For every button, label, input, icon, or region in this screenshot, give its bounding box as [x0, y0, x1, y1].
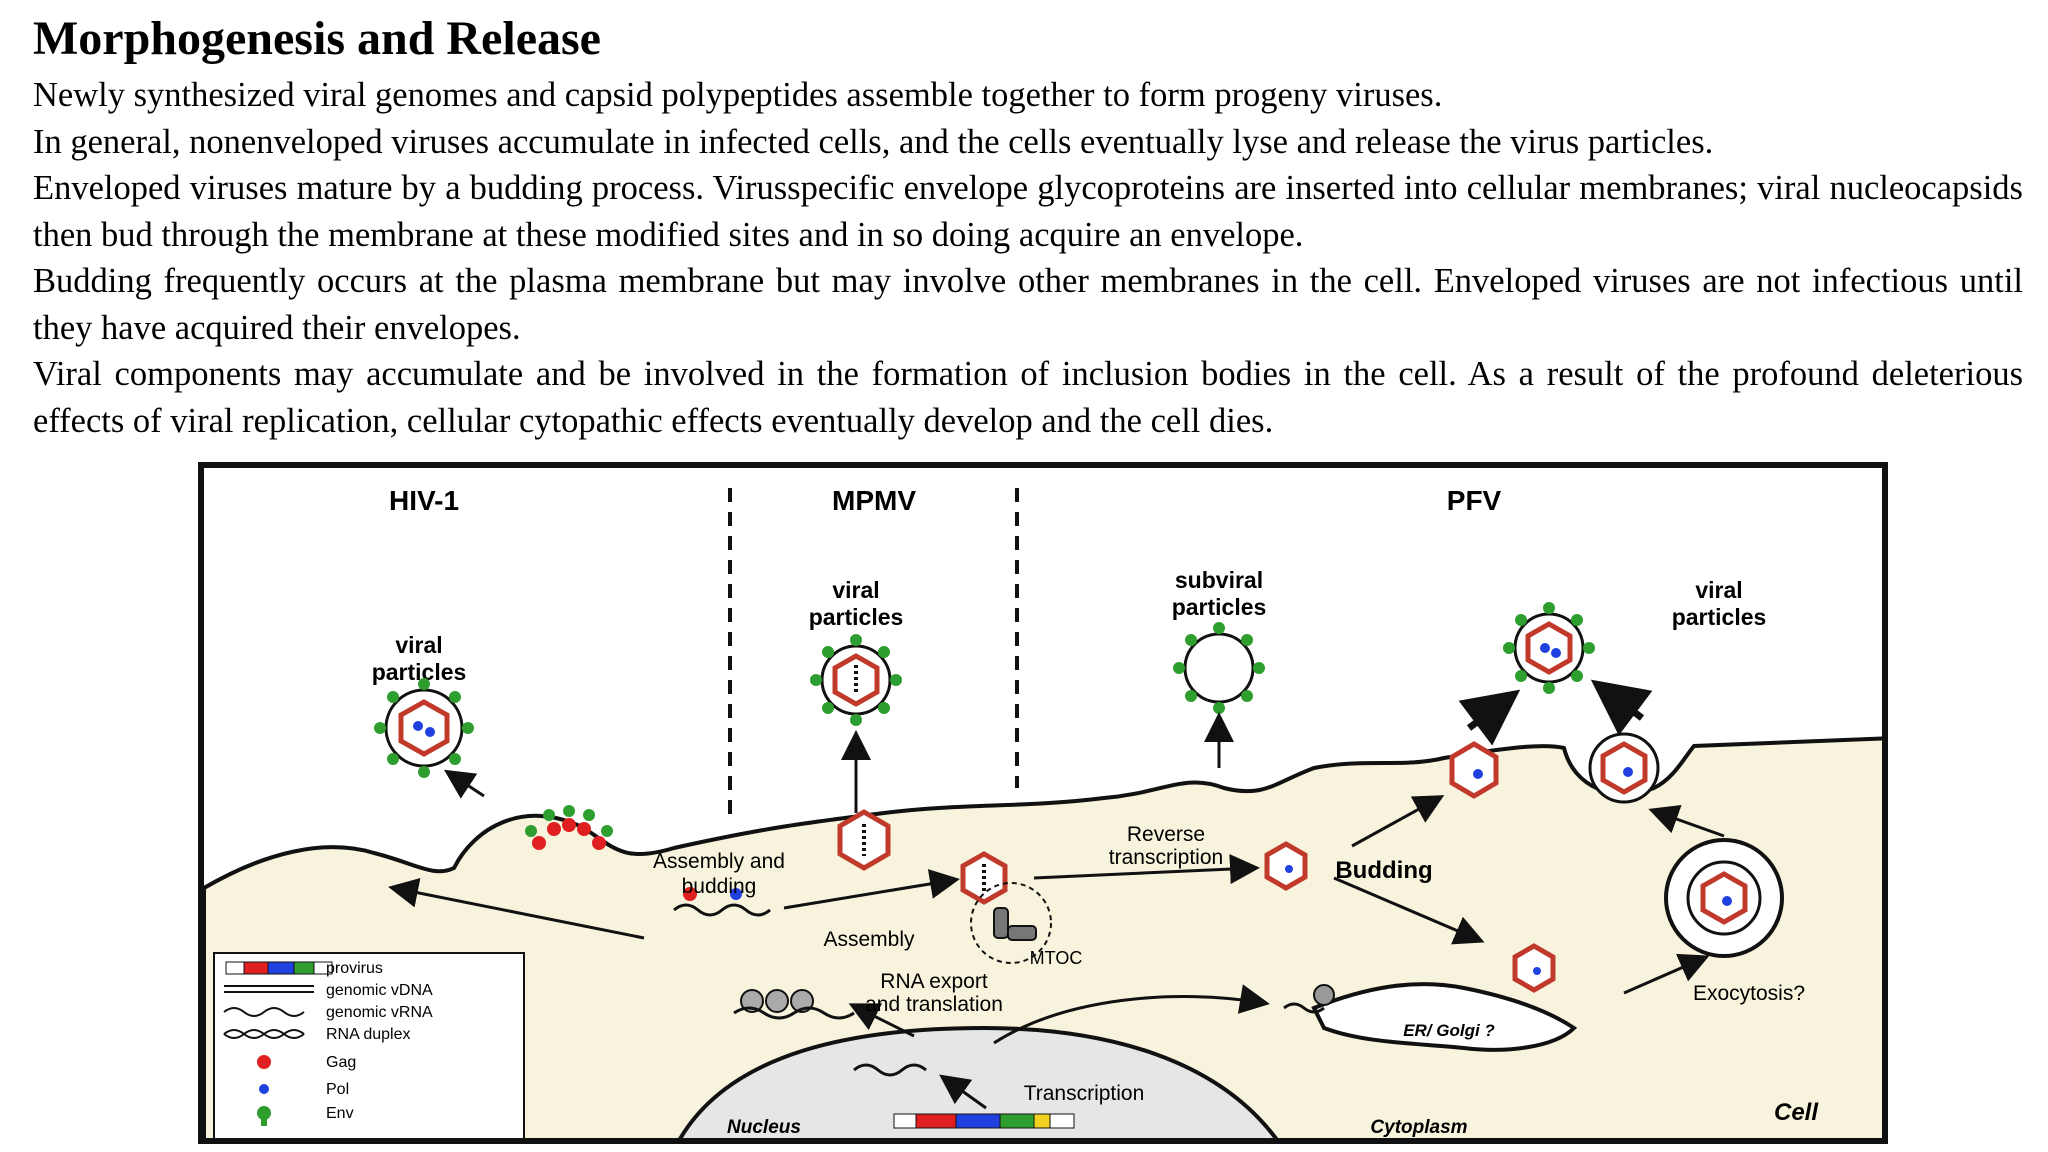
provirus-icon — [893, 1113, 1075, 1129]
figure-legend: provirus genomic vDNA genomic vRNA RNA d… — [213, 952, 525, 1138]
label-mpmv-particles: particles — [809, 604, 904, 630]
body-text: Newly synthesized viral genomes and caps… — [33, 72, 2023, 444]
pol-legend-icon — [259, 1084, 269, 1094]
label-reverse-transcription: Reverse — [1127, 823, 1205, 846]
label-nucleus: Nucleus — [727, 1117, 801, 1138]
provirus-legend-icon — [225, 961, 333, 975]
label-hiv-particles: particles — [372, 659, 467, 685]
legend-gag: Gag — [326, 1054, 356, 1071]
label-mtoc: MTOC — [1030, 948, 1083, 968]
paragraph-3: Enveloped viruses mature by a budding pr… — [33, 169, 2023, 254]
label-reverse-transcription: transcription — [1109, 846, 1223, 869]
ribosome-icon — [740, 989, 814, 1013]
env-legend-icon — [257, 1106, 271, 1120]
vesicle-icon — [1664, 838, 1784, 958]
budding-virus-icon — [1449, 741, 1499, 799]
label-subviral-particles: particles — [1172, 594, 1267, 620]
label-subviral-particles: subviral — [1175, 567, 1263, 593]
figure-canvas: HIV-1 MPMV PFV viral particles viral par… — [204, 485, 1882, 1138]
label-rna-export: and translation — [865, 993, 1003, 1016]
nucleus — [678, 1025, 1278, 1138]
virus-particle-icon — [1503, 602, 1595, 694]
gag-legend-icon — [257, 1055, 271, 1069]
rna-duplex-legend-icon — [223, 1029, 305, 1039]
label-cytoplasm: Cytoplasm — [1370, 1117, 1467, 1138]
label-rna-export: RNA export — [880, 970, 988, 993]
legend-genomic-vdna: genomic vDNA — [326, 982, 433, 999]
gag-protein — [683, 887, 697, 901]
label-hiv-particles: viral — [395, 632, 442, 658]
mtoc-region — [970, 882, 1052, 964]
legend-provirus: provirus — [326, 960, 383, 977]
capsid-icon — [960, 851, 1008, 905]
label-assembly-budding: budding — [682, 875, 757, 898]
header-hiv: HIV-1 — [389, 485, 459, 516]
paragraph-5: Viral components may accumulate and be i… — [33, 355, 2023, 440]
legend-genomic-vrna: genomic vRNA — [326, 1004, 433, 1021]
header-pfv: PFV — [1447, 485, 1502, 516]
budding-virus-icon — [525, 805, 613, 850]
mrna-strand — [733, 1006, 855, 1020]
vrna-legend-icon — [223, 1007, 305, 1017]
capsid-icon — [1264, 841, 1308, 891]
virus-particle-icon — [374, 678, 474, 778]
label-assembly-budding: Assembly and — [653, 850, 785, 873]
budding-virus-icon — [1588, 732, 1660, 804]
paragraph-4: Budding frequently occurs at the plasma … — [33, 262, 2023, 347]
centriole-icon — [993, 907, 1009, 939]
process-arrows — [388, 712, 1725, 1110]
label-pfv-particles: viral — [1695, 577, 1742, 603]
legend-pol: Pol — [326, 1081, 349, 1098]
virus-particle-icon — [810, 634, 902, 726]
label-pfv-particles: particles — [1672, 604, 1767, 630]
ribosome-icon — [1313, 984, 1335, 1006]
budding-virus-icon — [837, 809, 891, 871]
centriole-icon — [1007, 925, 1037, 941]
capsid-icon — [1512, 943, 1556, 993]
label-transcription: Transcription — [1024, 1082, 1145, 1105]
pol-protein — [730, 888, 742, 900]
vdna-legend-icon — [224, 985, 314, 993]
release-arrows — [1458, 679, 1653, 746]
paragraph-1: Newly synthesized viral genomes and caps… — [33, 76, 1443, 114]
legend-env: Env — [326, 1105, 354, 1122]
retrovirus-assembly-figure: HIV-1 MPMV PFV viral particles viral par… — [198, 462, 1888, 1144]
label-er-golgi: ER/ Golgi ? — [1403, 1021, 1495, 1040]
page-title: Morphogenesis and Release — [33, 12, 601, 65]
paragraph-2: In general, nonenveloped viruses accumul… — [33, 122, 1714, 161]
label-mpmv-particles: viral — [832, 577, 879, 603]
subviral-particle-icon — [1173, 622, 1265, 714]
label-budding: Budding — [1335, 857, 1432, 884]
header-mpmv: MPMV — [832, 485, 916, 516]
label-assembly: Assembly — [823, 928, 915, 951]
label-cell: Cell — [1774, 1099, 1819, 1126]
transcript-strand — [853, 1063, 927, 1077]
vrna-strand — [673, 903, 771, 917]
legend-rna-duplex: RNA duplex — [326, 1026, 411, 1043]
er-golgi — [1311, 982, 1578, 1052]
mrna-strand — [1283, 1002, 1325, 1014]
label-exocytosis: Exocytosis? — [1693, 982, 1805, 1005]
